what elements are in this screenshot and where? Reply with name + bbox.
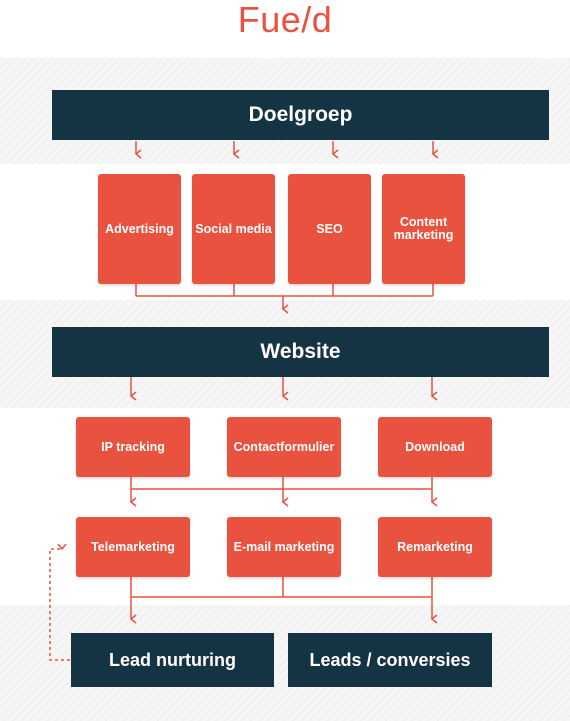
remarketing-box: Remarketing [378, 517, 492, 577]
ip-tracking-box: IP tracking [76, 417, 190, 477]
lead-nurturing-box: Lead nurturing [71, 633, 274, 687]
leads-conversies-box: Leads / conversies [288, 633, 492, 687]
contactformulier-box: Contactformulier [227, 417, 341, 477]
download-box: Download [378, 417, 492, 477]
brand-logo: Fue/d [237, 0, 333, 40]
advertising-box: Advertising [98, 174, 181, 284]
telemarketing-box: Telemarketing [76, 517, 190, 577]
website-bar: Website [52, 327, 549, 377]
social-media-box: Social media [192, 174, 275, 284]
seo-box: SEO [288, 174, 371, 284]
email-marketing-box: E-mail marketing [227, 517, 341, 577]
content-marketing-box: Content marketing [382, 174, 465, 284]
doelgroep-bar: Doelgroep [52, 90, 549, 140]
